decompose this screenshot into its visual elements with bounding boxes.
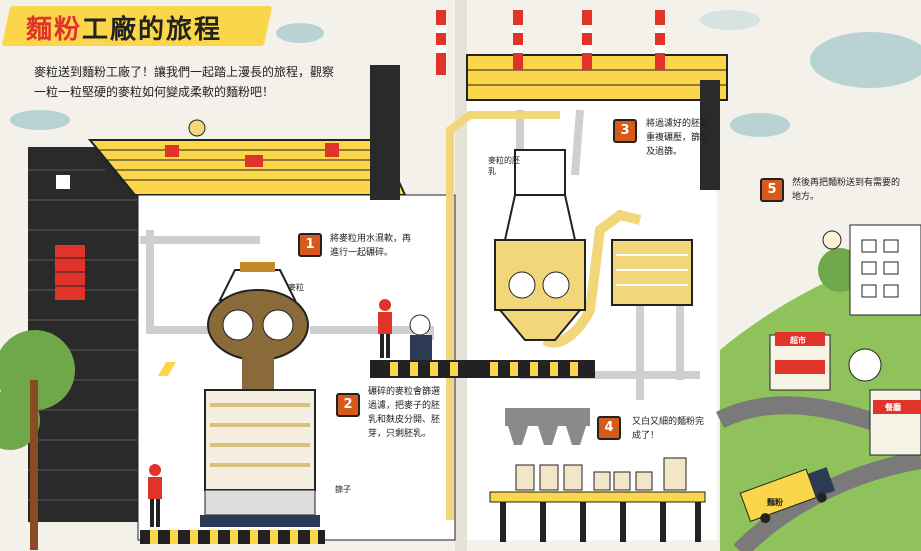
step-1-text: 將麥粒用水濕軟，再進行一起碾碎。	[330, 234, 412, 258]
step-4-badge: 4	[597, 416, 621, 440]
wheat-label: 麥粒	[288, 283, 304, 292]
step-4-text: 又白又細的麵粉完成了！	[632, 417, 705, 441]
step-1-badge: 1	[298, 233, 322, 257]
step-3-text: 將過濾好的胚乳重複碾壓，篩製及過篩。	[646, 119, 710, 157]
endosperm-label: 麥粒的胚乳	[488, 156, 520, 176]
supermarket-sign: 超市	[790, 336, 806, 345]
step-3-badge: 3	[613, 119, 637, 143]
restaurant-sign: 餐廳	[885, 403, 901, 412]
step-2-text: 碾碎的麥粒會篩選過濾，把麥子的胚乳和麩皮分開、胚芽，只剩胚乳。	[368, 387, 441, 439]
truck-label: 麵粉	[767, 498, 783, 507]
step-5-text: 然後再把麵粉送到有需要的地方。	[792, 178, 901, 202]
step-5-badge: 5	[760, 178, 784, 202]
sieve-label: 篩子	[335, 485, 351, 494]
intro-paragraph: 麥粒送到麵粉工廠了！讓我們一起踏上漫長的旅程，觀察一粒一粒堅硬的麥粒如何變成柔軟…	[34, 65, 335, 99]
step-2-badge: 2	[336, 393, 360, 417]
page-title: 麵粉工廠的旅程	[26, 15, 223, 45]
